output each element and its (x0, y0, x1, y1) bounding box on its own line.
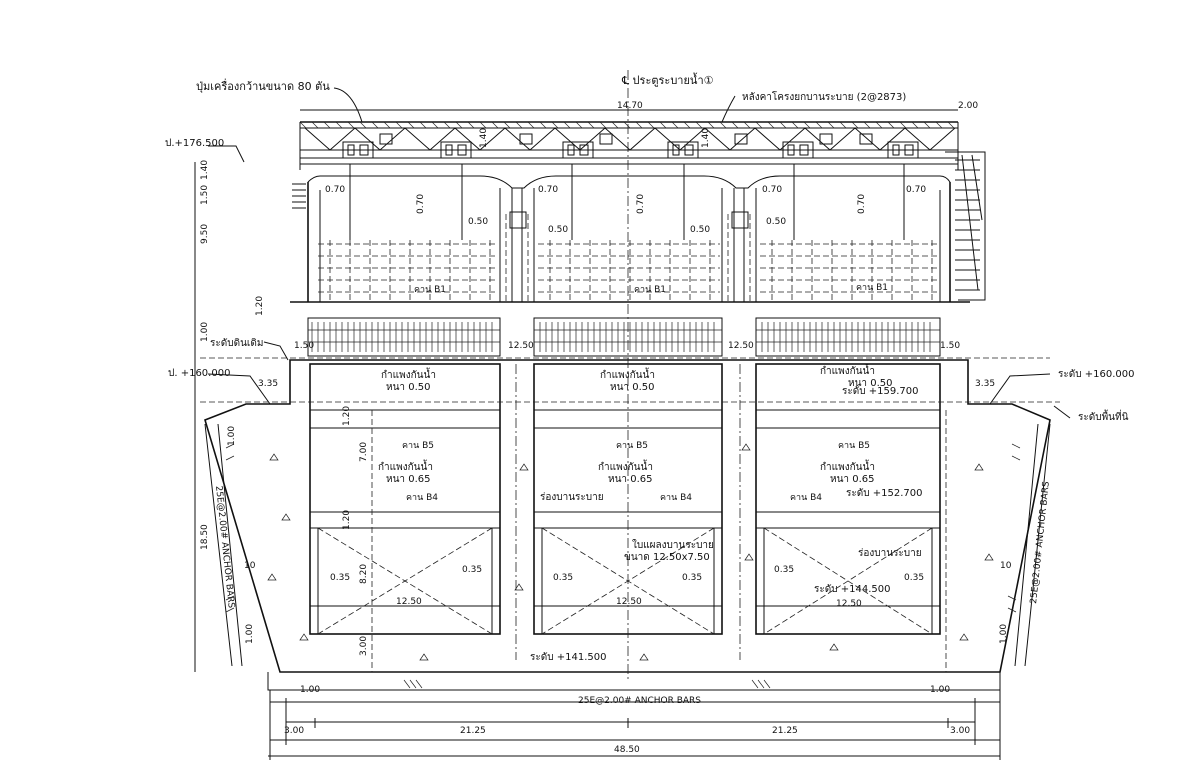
dim-100-left-top: 1.00 (227, 426, 237, 446)
wall-thk-2: หนา 0.50 (610, 382, 655, 393)
dim-035-2: 0.35 (462, 565, 482, 575)
beam-b4-3: คาน B4 (790, 493, 822, 503)
dim-top-span: 14.70 (617, 101, 643, 111)
dim-070-1: 0.70 (325, 185, 345, 195)
dim-100-right-bot: 1.00 (999, 624, 1009, 644)
centerline-label: ℄ ประตูระบายน้ำ① (621, 72, 714, 87)
dim-700: 7.00 (359, 442, 369, 462)
beam-b1-2: คาน B1 (634, 285, 666, 295)
gate-slot-2: ร่องบานระบาย (858, 548, 922, 559)
dim-140-a: 1.40 (479, 128, 489, 148)
dim-140-b: 1.40 (701, 128, 711, 148)
dim-2125-l: 21.25 (460, 726, 486, 736)
wall-thk-1: หนา 0.50 (386, 382, 431, 393)
elevation-159-7: ระดับ +159.700 (842, 386, 919, 397)
elevation-144-5: ระดับ +144.500 (814, 584, 891, 595)
elevation-160-right: ระดับ +160.000 (1058, 369, 1135, 380)
wall-thk-6: หนา 0.65 (830, 474, 875, 485)
superstructure (290, 164, 970, 357)
dim-2125-r: 21.25 (772, 726, 798, 736)
wall-thk-4: หนา 0.65 (386, 474, 431, 485)
dim-100-bl: 1.00 (300, 685, 320, 695)
anchor-side-right: 25E@2.00# ANCHOR BARS (1029, 481, 1052, 605)
wall-label-1: กำแพงกันน้ำ (381, 367, 436, 381)
dim-140-left: 1.40 (200, 160, 210, 180)
dim-top-right: 2.00 (958, 101, 978, 111)
dim-1850: 18.50 (200, 524, 210, 550)
elevation-160-left: ป. +160.000 (168, 368, 230, 379)
substructure (200, 70, 1060, 691)
dim-335-right: 3.35 (975, 379, 995, 389)
dim-120-top: 1.20 (255, 296, 265, 316)
dim-050-3: 0.50 (690, 225, 710, 235)
wall-label-4: กำแพงกันน้ำ (378, 459, 433, 473)
dim-035-3: 0.35 (553, 573, 573, 583)
dim-150-left: 1.50 (200, 185, 210, 205)
dim-1250-a: 12.50 (508, 341, 534, 351)
wall-label-6: กำแพงกันน้ำ (820, 459, 875, 473)
annotations: ปุ่มเครื่องกว้านขนาด 80 ตัน ℄ ประตูระบาย… (165, 72, 1135, 755)
dim-070-3: 0.70 (762, 185, 782, 195)
dim-10-right: 10 (1000, 561, 1012, 571)
beam-b5-3: คาน B5 (838, 441, 870, 451)
dim-950: 9.50 (200, 224, 210, 244)
elevation-152-7: ระดับ +152.700 (846, 488, 923, 499)
dim-820: 8.20 (359, 564, 369, 584)
dim-335-left: 3.35 (258, 379, 278, 389)
anchor-side-left: 25E@2.00# ANCHOR BARS (213, 485, 236, 609)
dim-1250-d: 12.50 (616, 597, 642, 607)
dim-1250-e: 12.50 (836, 599, 862, 609)
beam-b1-1: คาน B1 (414, 285, 446, 295)
dim-300-bl: 3.00 (284, 726, 304, 736)
dim-070-v3: 0.70 (857, 194, 867, 214)
dim-150-a: 1.50 (294, 341, 314, 351)
elevation-141-5: ระดับ +141.500 (530, 652, 607, 663)
dim-100-left: 1.00 (200, 322, 210, 342)
beam-b1-3: คาน B1 (856, 283, 888, 293)
dim-10-left: 10 (244, 561, 256, 571)
beam-b4-2: คาน B4 (660, 493, 692, 503)
wall-label-3: กำแพงกันน้ำ (820, 363, 875, 377)
dim-070-2: 0.70 (538, 185, 558, 195)
dim-300-v: 3.00 (359, 636, 369, 656)
dim-100-left-bot: 1.00 (245, 624, 255, 644)
dim-035-4: 0.35 (682, 573, 702, 583)
dim-1250-b: 12.50 (728, 341, 754, 351)
gate-size-label: ขนาด 12.50x7.50 (624, 552, 710, 563)
dim-100-br: 1.00 (930, 685, 950, 695)
wall-label-5: กำแพงกันน้ำ (598, 459, 653, 473)
wall-label-2: กำแพงกันน้ำ (600, 367, 655, 381)
dim-035-5: 0.35 (774, 565, 794, 575)
dim-4850: 48.50 (614, 745, 640, 755)
gate-leaf-label: ใบแผลงบานระบาย (632, 539, 714, 551)
roof-structure (292, 121, 986, 301)
gate-slot-1: ร่องบานระบาย (540, 492, 604, 503)
dim-035-1: 0.35 (330, 573, 350, 583)
beam-b5-1: คาน B5 (402, 441, 434, 451)
dim-050-1: 0.50 (468, 217, 488, 227)
dim-070-v1: 0.70 (416, 194, 426, 214)
bed-label: ระดับพื้นที่นิ (1078, 409, 1129, 423)
dim-050-4: 0.50 (766, 217, 786, 227)
dim-120-b4: 1.20 (342, 510, 352, 530)
dim-150-b: 1.50 (940, 341, 960, 351)
beam-b5-2: คาน B5 (616, 441, 648, 451)
dim-050-2: 0.50 (548, 225, 568, 235)
dim-070-v2: 0.70 (636, 194, 646, 214)
dim-300-br: 3.00 (950, 726, 970, 736)
elevation-top: ป.+176.500 (165, 138, 224, 149)
beam-b4-1: คาน B4 (406, 493, 438, 503)
wall-thk-3: หนา 0.50 (848, 378, 893, 389)
crane-label: ปุ่มเครื่องกว้านขนาด 80 ตัน (196, 78, 330, 93)
dim-035-6: 0.35 (904, 573, 924, 583)
anchor-bottom-label: 25E@2.00# ANCHOR BARS (578, 696, 701, 706)
dim-1250-c: 12.50 (396, 597, 422, 607)
ground-label: ระดับดินเดิม (210, 338, 263, 349)
roof-label: หลังคาโครงยกบานระบาย (2@2873) (742, 90, 906, 103)
dim-070-4: 0.70 (906, 185, 926, 195)
wall-thk-5: หนา 0.65 (608, 474, 653, 485)
dimension-lines (194, 87, 1071, 760)
dim-120-b5: 1.20 (342, 406, 352, 426)
